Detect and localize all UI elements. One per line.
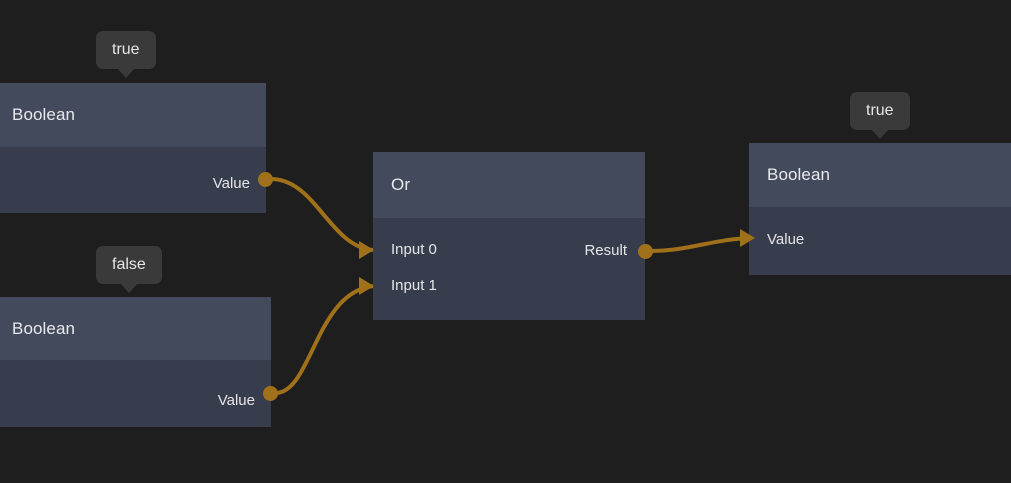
port-boolean-c-value-label: Value (767, 230, 805, 248)
port-boolean-c-value-in[interactable]: Value (749, 228, 1011, 250)
port-arrow-boolean-c-value[interactable] (740, 229, 755, 247)
node-boolean-b-body: Value (0, 360, 271, 427)
edge-bool-b-to-or-input1 (274, 284, 376, 395)
node-boolean-c-header[interactable]: Boolean (749, 143, 1011, 207)
port-or-input1[interactable]: Input 1 (373, 274, 645, 296)
node-boolean-c-body: Value (749, 207, 1011, 275)
tooltip-bool-c-text: true (866, 102, 894, 119)
tooltip-bool-b: false (96, 246, 162, 284)
port-dot-boolean-a-value[interactable] (258, 172, 273, 187)
node-boolean-a[interactable]: Boolean Value (0, 83, 266, 213)
port-or-result-out[interactable]: Result (373, 239, 645, 261)
port-arrow-or-input1[interactable] (359, 277, 374, 295)
tooltip-bool-b-text: false (112, 256, 146, 273)
node-or-title: Or (391, 175, 411, 194)
port-dot-or-result[interactable] (638, 244, 653, 259)
node-boolean-b[interactable]: Boolean Value (0, 297, 271, 427)
node-or[interactable]: Or Input 0 Input 1 Result (373, 152, 645, 320)
port-boolean-b-value-out[interactable]: Value (0, 389, 271, 411)
tooltip-bool-a-text: true (112, 41, 140, 58)
port-or-input0[interactable]: Input 0 (373, 238, 645, 260)
node-boolean-a-title: Boolean (12, 105, 76, 124)
port-or-input1-label: Input 1 (391, 276, 437, 294)
node-boolean-b-header[interactable]: Boolean (0, 297, 271, 360)
tooltip-bool-a: true (96, 31, 156, 69)
tooltip-bool-c: true (850, 92, 910, 130)
node-boolean-a-body: Value (0, 147, 266, 213)
port-boolean-a-value-out[interactable]: Value (0, 172, 266, 194)
port-boolean-a-value-label: Value (212, 174, 250, 192)
edge-bool-a-to-or-input0 (269, 177, 376, 252)
node-or-header[interactable]: Or (373, 152, 645, 218)
node-boolean-c-title: Boolean (767, 165, 831, 184)
port-or-result-label: Result (584, 241, 627, 259)
node-or-body: Input 0 Input 1 Result (373, 218, 645, 320)
port-boolean-b-value-label: Value (217, 391, 255, 409)
node-boolean-c[interactable]: Boolean Value (749, 143, 1011, 275)
edge-or-to-bool-c-value (647, 236, 754, 253)
node-boolean-a-header[interactable]: Boolean (0, 83, 266, 147)
port-or-input0-label: Input 0 (391, 240, 437, 258)
node-boolean-b-title: Boolean (12, 318, 76, 338)
port-dot-boolean-b-value[interactable] (263, 386, 278, 401)
port-arrow-or-input0[interactable] (359, 241, 374, 259)
